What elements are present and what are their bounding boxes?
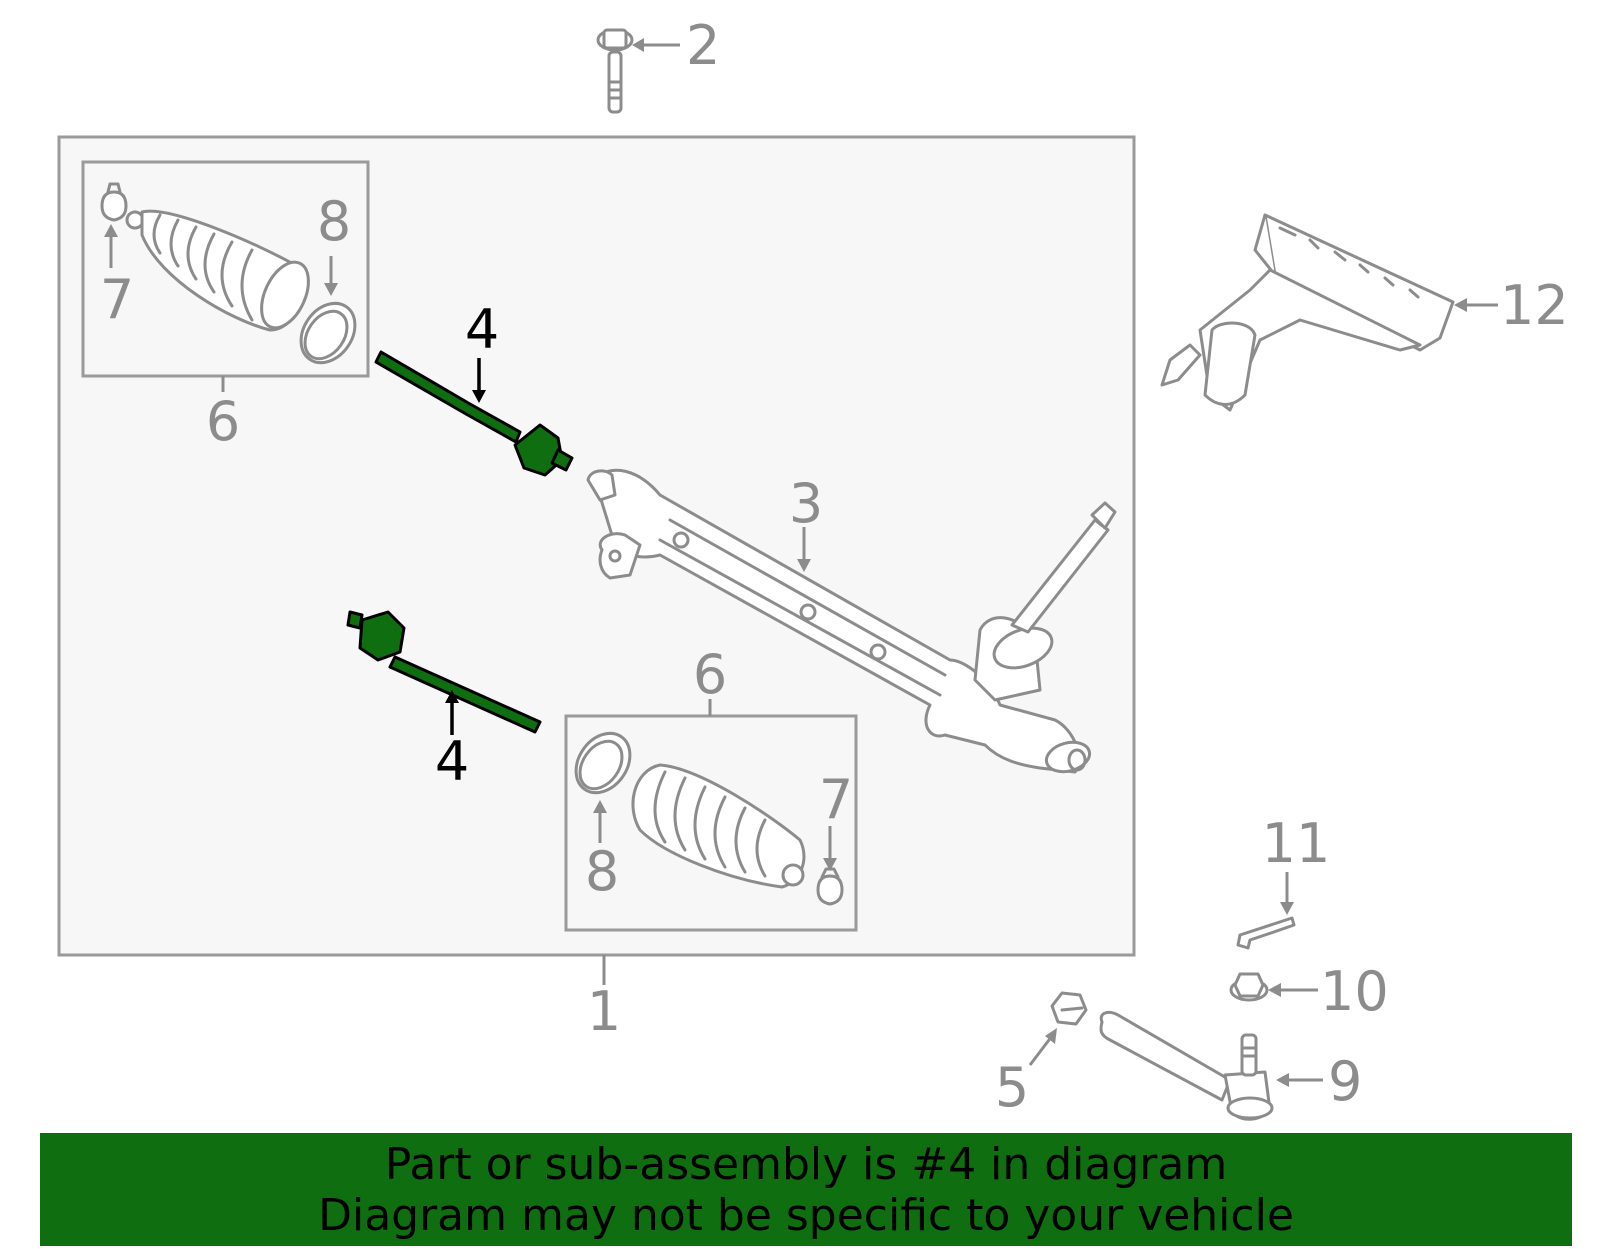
clamp-part-upper: [100, 182, 128, 222]
callout-5: 5: [995, 1056, 1029, 1119]
cotter-pin-part: [1236, 916, 1296, 950]
ring-part-upper: [299, 301, 357, 365]
steering-rack-part: [586, 468, 1117, 774]
callout-7-upper: 7: [100, 268, 134, 331]
callout-4-upper: 4: [465, 298, 499, 361]
jam-nut-part: [1050, 991, 1088, 1026]
callout-10: 10: [1320, 960, 1389, 1023]
callout-6-upper: 6: [206, 390, 240, 453]
callout-7-lower: 7: [819, 768, 853, 831]
callout-6-lower: 6: [693, 643, 727, 706]
callout-3: 3: [789, 472, 823, 535]
callout-4-lower: 4: [435, 730, 469, 793]
outer-tie-rod-end-part: [1099, 1010, 1274, 1121]
callout-9: 9: [1328, 1050, 1362, 1113]
inner-tie-rod-upper: [374, 350, 574, 477]
nut-part: [1229, 972, 1269, 1002]
boot-part-lower: [631, 763, 806, 889]
callout-8-lower: 8: [585, 840, 619, 903]
banner-line-disclaimer: Diagram may not be specific to your vehi…: [318, 1189, 1294, 1241]
callout-11: 11: [1262, 812, 1331, 875]
bolt-part: [596, 28, 634, 114]
clamp-part-lower: [816, 867, 844, 906]
callout-12: 12: [1500, 274, 1569, 337]
inner-tie-rod-lower: [346, 610, 542, 734]
callout-8-upper: 8: [317, 190, 351, 253]
info-banner: Part or sub-assembly is #4 in diagram Di…: [40, 1133, 1572, 1246]
banner-line-part-number: Part or sub-assembly is #4 in diagram: [384, 1138, 1228, 1190]
ring-part-lower: [574, 731, 632, 795]
boot-part-upper: [125, 209, 310, 332]
callout-1: 1: [587, 980, 621, 1043]
callout-2: 2: [686, 14, 720, 77]
steering-assist-unit-part: [1160, 213, 1455, 412]
